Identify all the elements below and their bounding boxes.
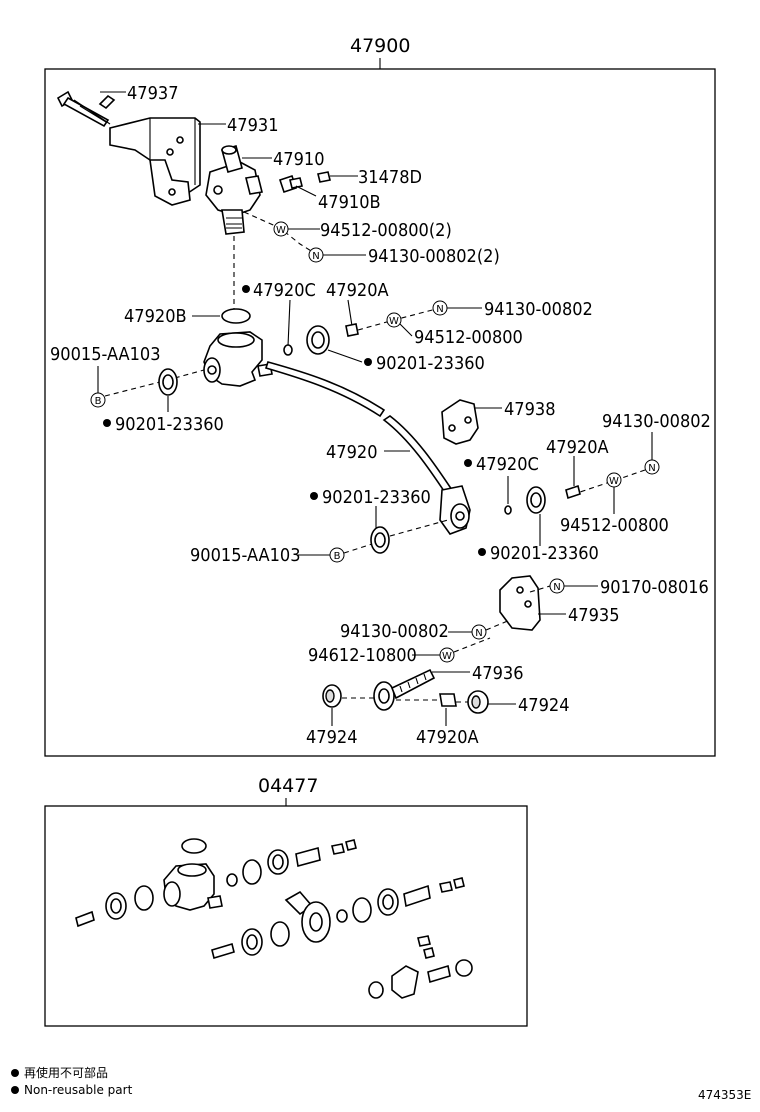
label-47937: 47937 — [127, 83, 179, 104]
label-94512-2: 94512-00800(2) — [320, 220, 452, 241]
figure-code: 474353E — [698, 1088, 751, 1102]
label-90201-a: 90201-23360 — [376, 353, 485, 374]
bracket-47935 — [499, 575, 541, 631]
svg-text:W: W — [442, 651, 452, 662]
label-90015-a: 90015-AA103 — [50, 344, 161, 365]
cap-31478D — [317, 171, 331, 183]
assembly-frame — [44, 68, 716, 757]
label-47920A-c: 47920A — [416, 727, 479, 748]
bolt-47937 — [56, 90, 116, 128]
svg-text:N: N — [475, 628, 482, 639]
kit-label: 04477 — [258, 775, 318, 797]
label-47910B: 47910B — [318, 192, 381, 213]
bleeder-47910B — [278, 174, 303, 194]
label-47920C-b: 47920C — [476, 454, 539, 475]
seal-47920C-b — [504, 505, 512, 515]
clip-47938 — [441, 399, 479, 445]
label-94512-b: 94512-00800 — [560, 515, 669, 536]
bolt-symbol: B — [90, 392, 106, 408]
washer-symbol: W — [386, 312, 402, 328]
svg-text:W: W — [276, 225, 286, 236]
legend-dot-1 — [11, 1069, 19, 1077]
label-94130-b: 94130-00802 — [602, 411, 711, 432]
bracket-47931 — [109, 117, 201, 206]
label-90201-c: 90201-23360 — [322, 487, 431, 508]
label-90201-d: 90201-23360 — [490, 543, 599, 564]
label-90170: 90170-08016 — [600, 577, 709, 598]
label-47920A-a: 47920A — [326, 280, 389, 301]
label-47910: 47910 — [273, 149, 325, 170]
svg-text:B: B — [334, 551, 341, 562]
label-90015-b: 90015-AA103 — [190, 545, 301, 566]
label-47938: 47938 — [504, 399, 556, 420]
label-94612: 94612-10800 — [308, 645, 417, 666]
svg-text:B: B — [95, 396, 102, 407]
bolt-47936 — [373, 668, 436, 711]
svg-text:W: W — [609, 476, 619, 487]
label-47935: 47935 — [568, 605, 620, 626]
kit-frame — [44, 805, 528, 1027]
label-47924-b: 47924 — [518, 695, 570, 716]
cup-47924-b — [467, 690, 489, 714]
label-90201-b: 90201-23360 — [115, 414, 224, 435]
label-47920A-b: 47920A — [546, 437, 609, 458]
svg-text:N: N — [436, 304, 443, 315]
washer-symbol: W — [606, 472, 622, 488]
nut-symbol: N — [308, 247, 324, 263]
cap-47920B — [221, 308, 251, 324]
svg-text:N: N — [553, 582, 560, 593]
nut-symbol: N — [644, 459, 660, 475]
svg-text:W: W — [389, 316, 399, 327]
label-47920B: 47920B — [124, 306, 187, 327]
legend-line-2: Non-reusable part — [24, 1083, 133, 1097]
valve-47910 — [205, 145, 263, 235]
washer-symbol: W — [273, 221, 289, 237]
label-94512-a: 94512-00800 — [414, 327, 523, 348]
bolt-symbol: B — [329, 547, 345, 563]
non-reusable-dot — [242, 285, 250, 293]
pin-47920A-a — [345, 323, 359, 337]
legend-line-1: 再使用不可部品 — [24, 1065, 108, 1080]
label-47931: 47931 — [227, 115, 279, 136]
label-31478D: 31478D — [358, 167, 422, 188]
nut-symbol: N — [471, 624, 487, 640]
nut-symbol: N — [549, 578, 565, 594]
assembly-label: 47900 — [350, 35, 410, 57]
label-94130-c: 94130-00802 — [340, 621, 449, 642]
hose-47920 — [264, 361, 386, 418]
pin-47920A-b — [565, 484, 581, 500]
svg-text:N: N — [648, 463, 655, 474]
label-94130-a: 94130-00802 — [484, 299, 593, 320]
legend-dot-2 — [11, 1086, 19, 1094]
cylinder-body-upper — [203, 331, 273, 387]
label-47920: 47920 — [326, 442, 378, 463]
label-47924-a: 47924 — [306, 727, 358, 748]
cup-47924-a — [322, 684, 342, 708]
washer-symbol: W — [439, 647, 455, 663]
kit-parts — [75, 838, 473, 999]
label-94130-2: 94130-00802(2) — [368, 246, 500, 267]
svg-text:N: N — [312, 251, 319, 262]
pin-47920A-c — [439, 693, 457, 707]
label-47920C-a: 47920C — [253, 280, 316, 301]
nut-symbol: N — [432, 300, 448, 316]
label-47936: 47936 — [472, 663, 524, 684]
seal-47920C-a — [283, 344, 293, 356]
